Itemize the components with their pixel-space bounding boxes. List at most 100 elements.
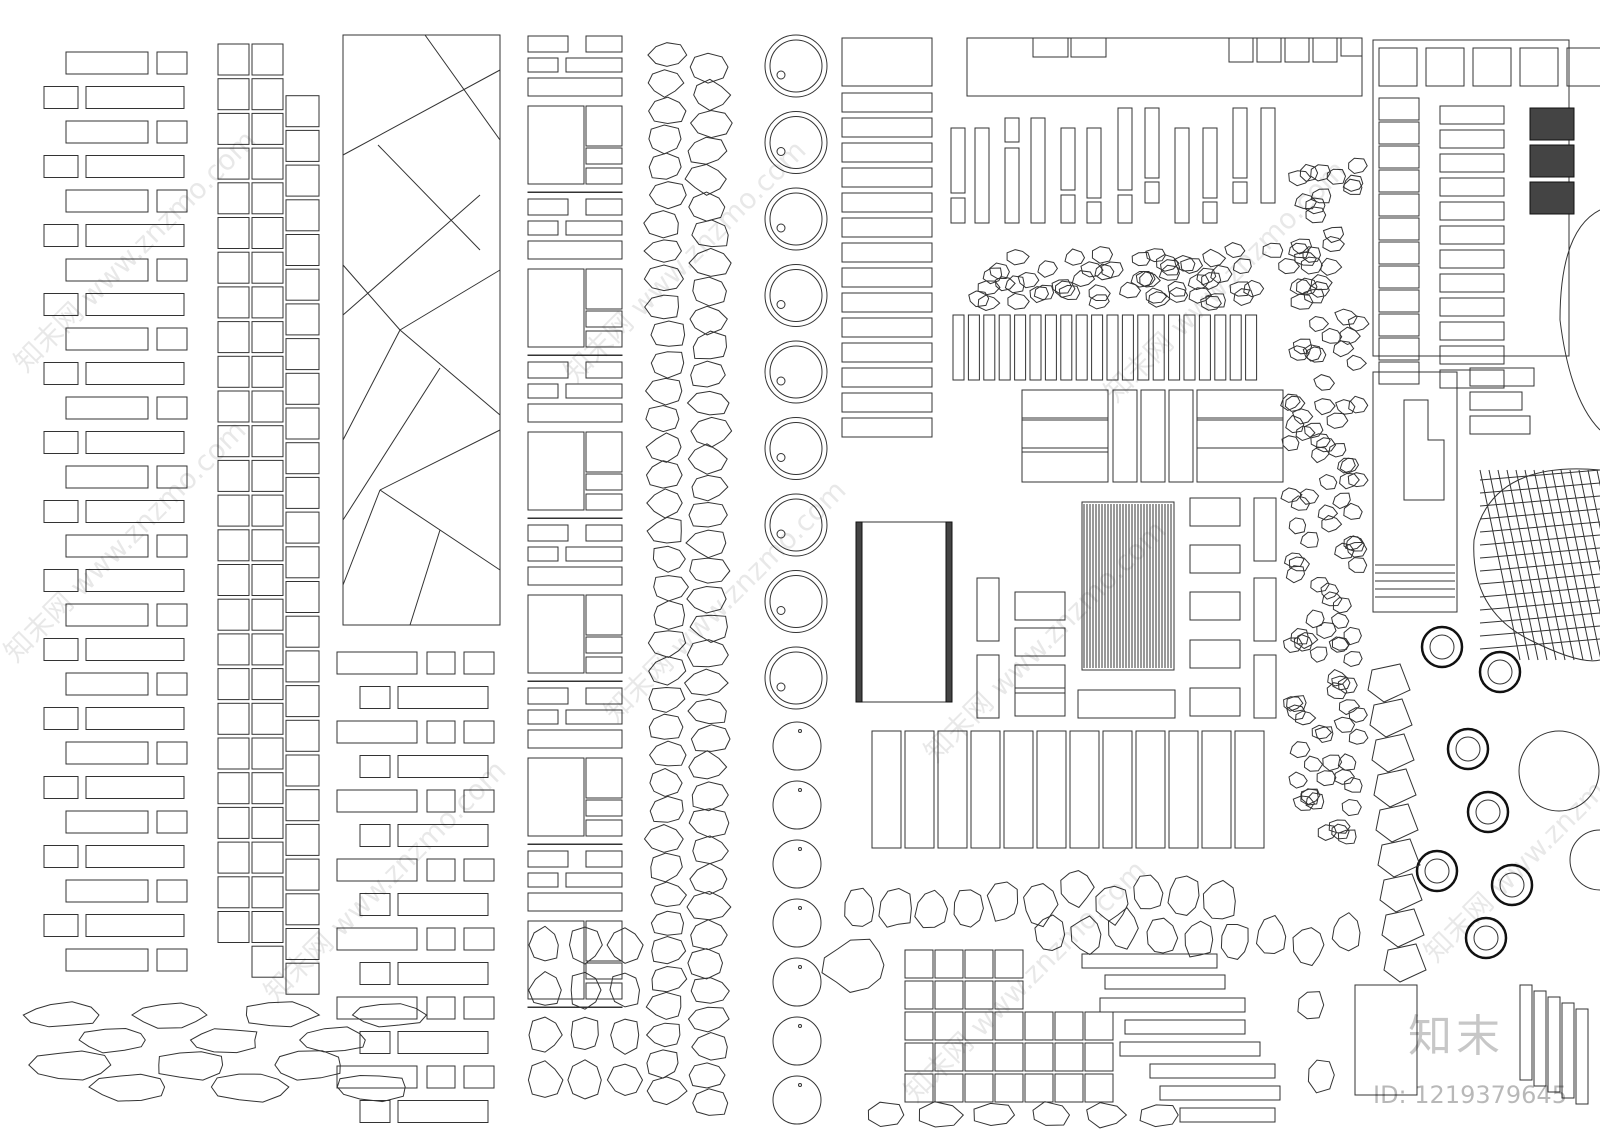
paver-tile bbox=[1378, 145, 1420, 169]
stepping-stone bbox=[1060, 870, 1095, 909]
paver-tile bbox=[217, 564, 250, 596]
paver-tile bbox=[964, 1073, 994, 1103]
paver-tile bbox=[841, 92, 933, 113]
paver-tile bbox=[527, 361, 569, 379]
pebble bbox=[1316, 770, 1337, 787]
stepping-stone bbox=[1023, 883, 1059, 928]
square-tile-grid-column bbox=[217, 43, 320, 995]
paver-tile bbox=[1529, 144, 1575, 178]
round-stone bbox=[798, 965, 802, 969]
paver-tile bbox=[841, 292, 933, 313]
stepping-pot bbox=[1464, 916, 1508, 960]
pebble bbox=[1331, 823, 1350, 840]
paver-tile bbox=[285, 823, 320, 856]
paver-tile bbox=[1075, 314, 1088, 381]
paver-tile bbox=[585, 920, 623, 962]
paver-tile bbox=[285, 546, 320, 579]
paver-tile bbox=[527, 77, 623, 97]
rough-stone bbox=[606, 1063, 644, 1097]
pebble bbox=[1331, 636, 1350, 651]
stepping-pot bbox=[1415, 849, 1459, 893]
paver-tile bbox=[1229, 314, 1242, 381]
round-stone bbox=[764, 111, 828, 174]
round-stone bbox=[764, 646, 828, 710]
paver-tile bbox=[251, 182, 284, 215]
paver-tile bbox=[1439, 369, 1505, 389]
paver-tile bbox=[841, 142, 933, 163]
paver-tile bbox=[1284, 37, 1310, 63]
paver-tile bbox=[285, 581, 320, 613]
paver-tile bbox=[1149, 1063, 1276, 1079]
paver-tile bbox=[156, 879, 188, 903]
paver-tile bbox=[251, 564, 284, 596]
pebble bbox=[1305, 609, 1325, 629]
paver-tile bbox=[251, 529, 284, 562]
pebble bbox=[1347, 472, 1369, 488]
paver-tile bbox=[285, 303, 320, 336]
paver-tile bbox=[585, 636, 623, 654]
paver-tile bbox=[359, 1100, 391, 1123]
paver-tile bbox=[994, 1042, 1024, 1072]
paver-tile bbox=[976, 577, 1000, 642]
paver-tile bbox=[43, 431, 79, 454]
round-stepping-stones-column bbox=[764, 34, 828, 1125]
mesh-line bbox=[1479, 599, 1600, 611]
paver-tile bbox=[426, 720, 456, 744]
paver-tile bbox=[285, 476, 320, 509]
paver-tile bbox=[1196, 419, 1284, 449]
round-stone bbox=[772, 839, 822, 889]
rough-stone bbox=[918, 1101, 965, 1128]
mesh-line bbox=[1560, 469, 1600, 658]
paver-tile bbox=[1439, 129, 1505, 149]
paver-tile bbox=[463, 1065, 495, 1089]
stepping-stone bbox=[1255, 914, 1287, 955]
paver-tile bbox=[950, 127, 966, 194]
pebble bbox=[1309, 315, 1330, 333]
mesh-line bbox=[1479, 638, 1600, 650]
round-stone bbox=[798, 1024, 802, 1028]
paver-tile bbox=[65, 465, 149, 489]
pebble bbox=[1343, 502, 1363, 520]
paver-tile bbox=[251, 43, 284, 76]
paver-tile bbox=[1086, 201, 1102, 224]
round-stone bbox=[776, 606, 786, 615]
paver-tile bbox=[217, 529, 250, 562]
paver-tile bbox=[1024, 1042, 1054, 1072]
paver-tile bbox=[65, 948, 149, 972]
paver-tile bbox=[251, 147, 284, 180]
paver-tile bbox=[336, 1065, 418, 1089]
paver-tile bbox=[65, 327, 149, 351]
paver-tile bbox=[1256, 37, 1282, 63]
paver-tile bbox=[65, 672, 149, 696]
paver-tile bbox=[1084, 1011, 1114, 1041]
pebble bbox=[1346, 354, 1368, 371]
paver-tile bbox=[904, 1042, 934, 1072]
paver-tile bbox=[527, 709, 559, 725]
irregular-stone bbox=[650, 881, 688, 908]
pebble bbox=[1071, 270, 1096, 288]
irregular-stone bbox=[687, 698, 727, 725]
round-stone bbox=[776, 223, 786, 233]
curved-paving-edge bbox=[1559, 209, 1600, 431]
irregular-stone bbox=[648, 656, 687, 686]
paver-tile bbox=[85, 86, 185, 109]
pebble bbox=[1135, 270, 1156, 287]
pebble bbox=[1322, 226, 1345, 244]
stepping-stone bbox=[1331, 912, 1361, 952]
paver-tile bbox=[994, 949, 1024, 979]
paver-tile bbox=[285, 442, 320, 475]
stepping-stone bbox=[1133, 874, 1164, 910]
paver-tile bbox=[336, 789, 418, 813]
pebble bbox=[1303, 755, 1324, 772]
paver-tile bbox=[527, 35, 569, 53]
paver-tile bbox=[285, 268, 320, 301]
irregular-stone bbox=[683, 668, 729, 696]
paver-tile bbox=[1004, 117, 1020, 143]
round-stone bbox=[769, 269, 823, 322]
paver-tile bbox=[251, 355, 284, 388]
paver-tile bbox=[994, 980, 1024, 1010]
irregular-stone bbox=[684, 163, 727, 196]
paver-tile bbox=[1201, 730, 1232, 849]
paver-tile bbox=[251, 494, 284, 527]
paver-tile bbox=[85, 707, 185, 730]
